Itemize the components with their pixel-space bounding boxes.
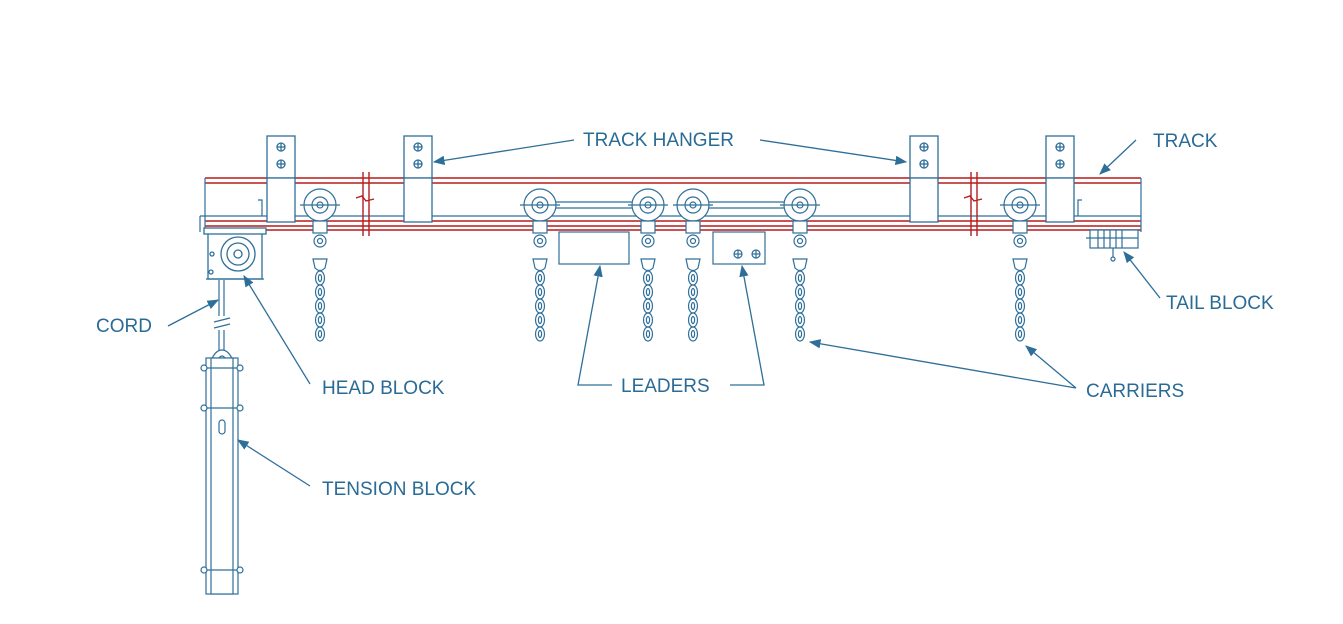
end-stops: [258, 199, 1082, 216]
label-tail-block: TAIL BLOCK: [1166, 293, 1274, 314]
carriers-group: [300, 188, 1040, 342]
tail-block: [1086, 229, 1139, 262]
carrier: [673, 188, 713, 342]
track-hanger-3: [909, 135, 939, 223]
label-leaders: LEADERS: [621, 376, 710, 397]
track-body: [199, 178, 1142, 232]
carrier: [300, 188, 340, 342]
label-track-hanger: TRACK HANGER: [583, 130, 734, 151]
track-hangers: [266, 135, 1075, 223]
label-carriers: CARRIERS: [1086, 381, 1184, 402]
track-hanger-1: [266, 135, 296, 223]
carrier: [1000, 188, 1040, 342]
label-track: TRACK: [1153, 131, 1218, 152]
label-head-block: HEAD BLOCK: [322, 378, 445, 399]
label-cord: CORD: [96, 316, 152, 337]
cord-and-tension-block: [200, 280, 244, 595]
track-hanger-2: [403, 135, 433, 223]
carrier: [780, 188, 820, 342]
leaders: [541, 201, 800, 265]
head-block: [203, 227, 267, 280]
carrier: [520, 188, 560, 342]
callout-arrows: [167, 139, 1161, 487]
track-rails: [205, 177, 1141, 231]
labels: TRACK HANGER TRACK TAIL BLOCK CORD HEAD …: [96, 130, 1274, 500]
track-break-marks: [355, 172, 983, 236]
track-hanger-4: [1045, 135, 1075, 223]
carrier: [628, 188, 668, 342]
label-tension-block: TENSION BLOCK: [322, 479, 476, 500]
